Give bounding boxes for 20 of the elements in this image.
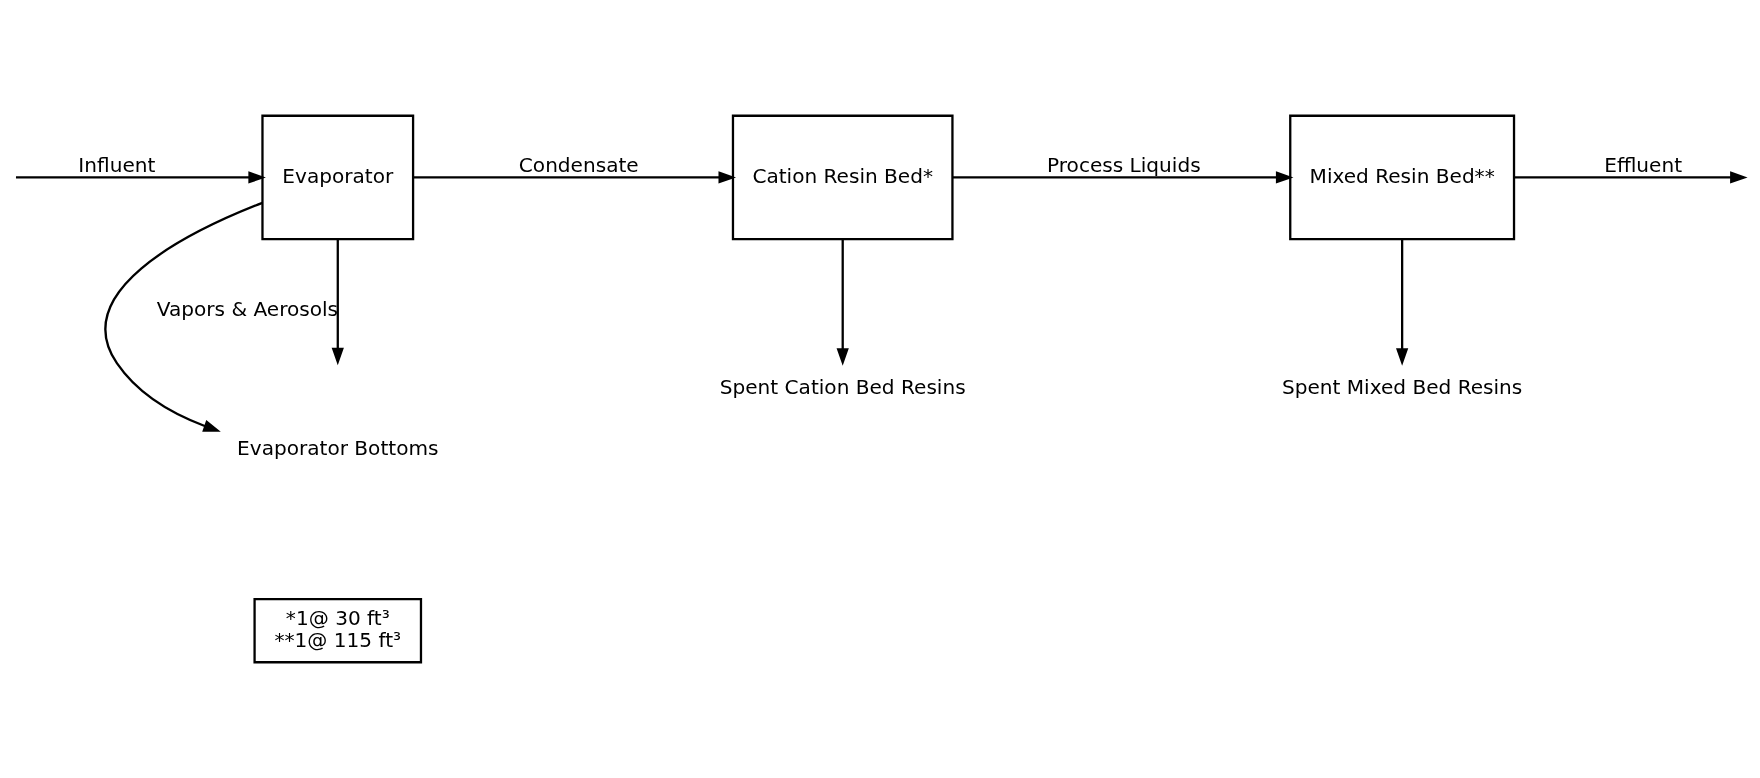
edge-label: Effluent (1604, 152, 1683, 177)
edge-label: Process Liquids (1047, 152, 1201, 177)
edge-label: Influent (78, 152, 156, 177)
edge-label: Condensate (518, 152, 639, 177)
node-text: Spent Cation Bed Resins (719, 374, 966, 399)
arrow (331, 239, 344, 366)
node-box: *1@ 30 ft³ **1@ 115 ft³ (253, 598, 423, 664)
node-text: Spent Mixed Bed Resins (1281, 374, 1523, 399)
arrow (1514, 171, 1748, 184)
node-box: Cation Resin Bed* (731, 114, 954, 241)
arrow (16, 171, 266, 184)
node-text: Evaporator Bottoms (237, 436, 439, 461)
arrow (836, 239, 849, 366)
arrow (104, 201, 263, 432)
arrow (1396, 239, 1409, 366)
node-box: Evaporator (261, 114, 415, 241)
arrow (413, 171, 737, 184)
edge-label: Vapors & Aerosols (156, 297, 339, 322)
arrow (952, 171, 1294, 184)
node-box: Mixed Resin Bed** (1289, 114, 1516, 241)
